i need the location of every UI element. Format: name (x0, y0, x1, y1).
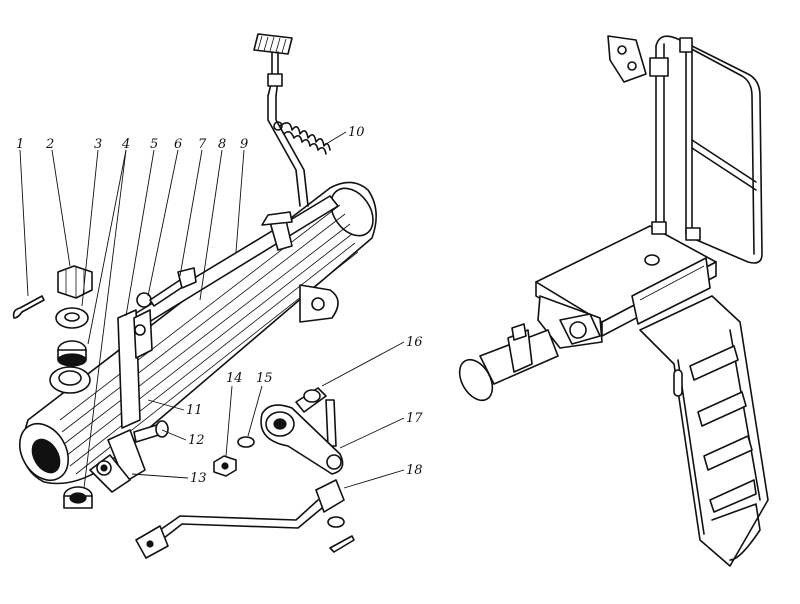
callout-labels: 1 2 3 4 5 6 7 8 9 10 11 12 13 14 15 16 1… (16, 125, 423, 486)
callout-2: 2 (45, 137, 54, 152)
callout-9: 9 (240, 137, 248, 152)
bolt-part-7 (149, 267, 197, 307)
callout-16: 16 (406, 335, 423, 350)
pedal-rod-part-9 (253, 33, 309, 207)
washer-part-15 (237, 436, 255, 448)
callout-18: 18 (406, 463, 423, 478)
cotter-pin-part-1 (12, 295, 45, 319)
callout-7: 7 (198, 137, 207, 152)
callout-8: 8 (218, 137, 226, 152)
callout-6: 6 (174, 137, 182, 152)
nut-part-14 (213, 455, 237, 477)
callout-1: 1 (16, 137, 24, 152)
platform-assembly (535, 35, 763, 337)
callout-11: 11 (186, 403, 203, 418)
callout-15: 15 (256, 371, 273, 386)
callout-14: 14 (226, 371, 243, 386)
link-rod-part-18 (135, 479, 355, 559)
bearing-part-4-upper (57, 340, 87, 367)
callout-4: 4 (121, 137, 130, 152)
spring-part-10 (273, 121, 331, 155)
washer-part-3 (55, 307, 89, 329)
arm-part-17 (260, 404, 344, 475)
callout-12: 12 (188, 433, 205, 448)
callout-10: 10 (348, 125, 365, 140)
axle-tube-part-8 (18, 181, 377, 485)
callout-3: 3 (94, 137, 102, 152)
callout-5: 5 (150, 137, 158, 152)
bracket-mount (458, 295, 603, 402)
callout-13: 13 (190, 471, 207, 486)
leader-lines (19, 131, 405, 489)
bolt-part-16 (295, 387, 337, 447)
lever-assembly-part-5 (89, 292, 153, 493)
bearing-part-4-lower (63, 486, 93, 509)
step-ladder (639, 295, 769, 567)
callout-17: 17 (406, 411, 423, 426)
castle-nut-part-2 (57, 265, 93, 299)
pin-part-12 (133, 420, 169, 443)
